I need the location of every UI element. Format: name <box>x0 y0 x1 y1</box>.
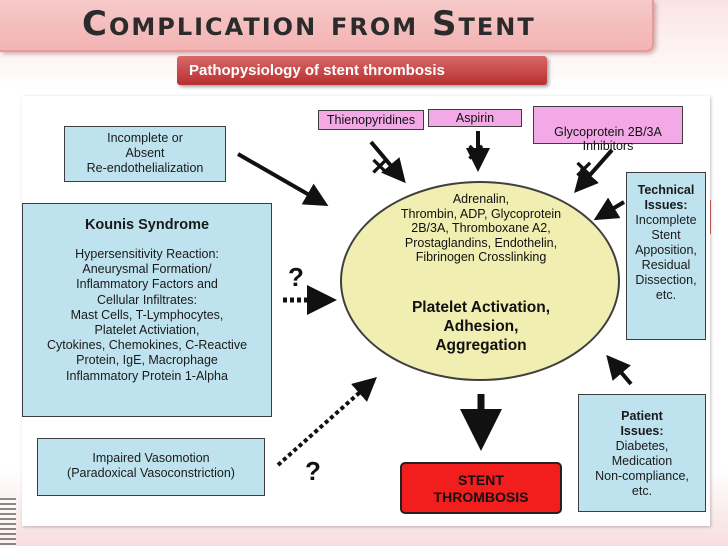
ellipse-outcome-text: Platelet Activation, Adhesion, Aggregati… <box>411 299 551 354</box>
technical-issues-body: Incomplete Stent Apposition, Residual Di… <box>635 213 697 302</box>
aspirin-box: Aspirin <box>428 109 522 127</box>
slide-subtitle: Pathopysiology of stent thrombosis <box>177 56 547 85</box>
gp-inhibitors-label: Glycoprotein 2B/3A Inhibitors <box>554 125 662 153</box>
impaired-vasomotion-box: Impaired Vasomotion (Paradoxical Vasocon… <box>37 438 265 496</box>
patient-issues-title: Patient Issues: <box>620 409 664 438</box>
block-mark-aspirin: × <box>467 136 485 169</box>
patient-issues-body: Diabetes, Medication Non-compliance, etc… <box>595 439 689 498</box>
ellipse-mediators-text: Adrenalin, Thrombin, ADP, Glycoprotein 2… <box>400 192 562 264</box>
title-band: Complication from Stent <box>0 0 654 52</box>
kounis-title: Kounis Syndrome <box>84 217 210 233</box>
aspirin-label: Aspirin <box>455 111 495 125</box>
arrow-vasomotion <box>276 377 377 467</box>
question-mark-vasomotion: ? <box>305 456 321 486</box>
kounis-body: Hypersensitivity Reaction: Aneurysmal Fo… <box>46 247 248 383</box>
platelet-ellipse <box>340 181 620 381</box>
arrow-thienopyridines <box>369 140 406 184</box>
incomplete-reendothelialization-text: Incomplete or Absent Re-endothelializati… <box>86 131 204 175</box>
block-mark-gp-inhibitors: × <box>575 153 593 186</box>
kounis-syndrome-box: Kounis Syndrome Hypersensitivity Reactio… <box>22 203 272 417</box>
block-mark-thienopyridines: × <box>371 150 389 183</box>
technical-issues-box: Technical Issues: Incomplete Stent Appos… <box>626 172 706 340</box>
question-mark-kounis: ? <box>288 262 304 292</box>
decorative-strip <box>0 498 16 546</box>
thienopyridines-box: Thienopyridines <box>318 110 424 130</box>
gp-inhibitors-box: Glycoprotein 2B/3A Inhibitors <box>533 106 683 153</box>
arrow-patient <box>606 354 633 386</box>
stent-thrombosis-box: STENT THROMBOSIS <box>400 462 562 514</box>
arrow-technical <box>593 197 626 221</box>
impaired-vasomotion-text: Impaired Vasomotion (Paradoxical Vasocon… <box>67 451 235 480</box>
patient-issues-box: Patient Issues: Diabetes, Medication Non… <box>578 394 706 512</box>
arrow-gp-inhibitors <box>574 148 614 193</box>
slide-title: Complication from Stent <box>82 4 536 44</box>
arrow-endothelialization <box>237 152 329 206</box>
incomplete-reendothelialization-box: Incomplete or Absent Re-endothelializati… <box>64 126 226 182</box>
technical-issues-title: Technical Issues: <box>637 183 695 212</box>
thienopyridines-label: Thienopyridines <box>326 113 416 127</box>
